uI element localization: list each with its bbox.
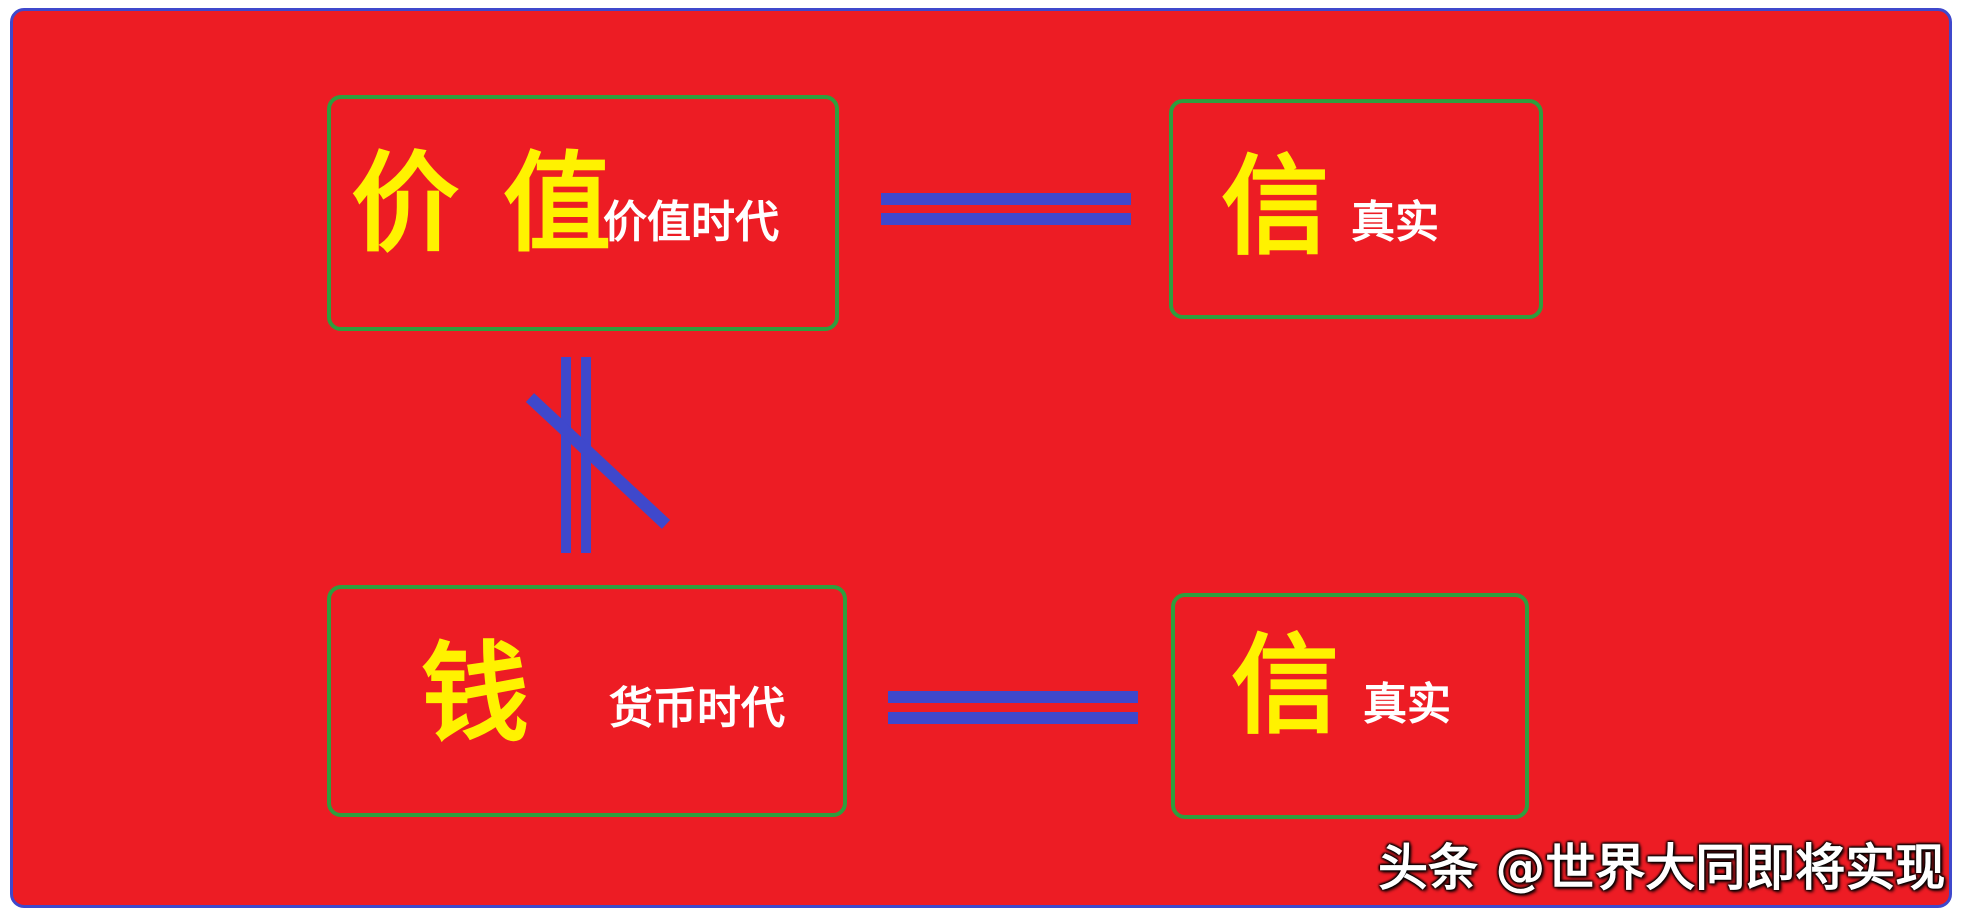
trust-char-top: 信 [1221,145,1330,270]
trust-char-bottom: 信 [1231,624,1340,749]
value-char-1: 价 [351,142,460,267]
real-caption-bottom: 真实 [1363,679,1451,730]
money-char: 钱 [421,632,530,757]
value-char-2: 值 [503,142,612,267]
bottom-equals-bar-upper [888,691,1138,703]
value-era-box [327,95,839,331]
bottom-equals-bar-lower [888,712,1138,724]
top-equals-bar-lower [881,213,1131,225]
money-era-caption: 货币时代 [609,683,785,734]
diagram-canvas: 价 值 价值时代 信 真实 钱 货币时代 信 真实 头条 @世界大同即将实现 [10,8,1952,908]
watermark-text: 头条 @世界大同即将实现 [1378,839,1946,897]
trust-box-bottom [1171,593,1529,819]
real-caption-top: 真实 [1351,197,1439,248]
value-era-caption: 价值时代 [603,197,779,248]
money-era-box [327,585,847,817]
not-equal-bar-left [561,357,571,553]
top-equals-bar-upper [881,193,1131,205]
not-equal-slash [525,393,671,529]
trust-box-top [1169,99,1543,319]
